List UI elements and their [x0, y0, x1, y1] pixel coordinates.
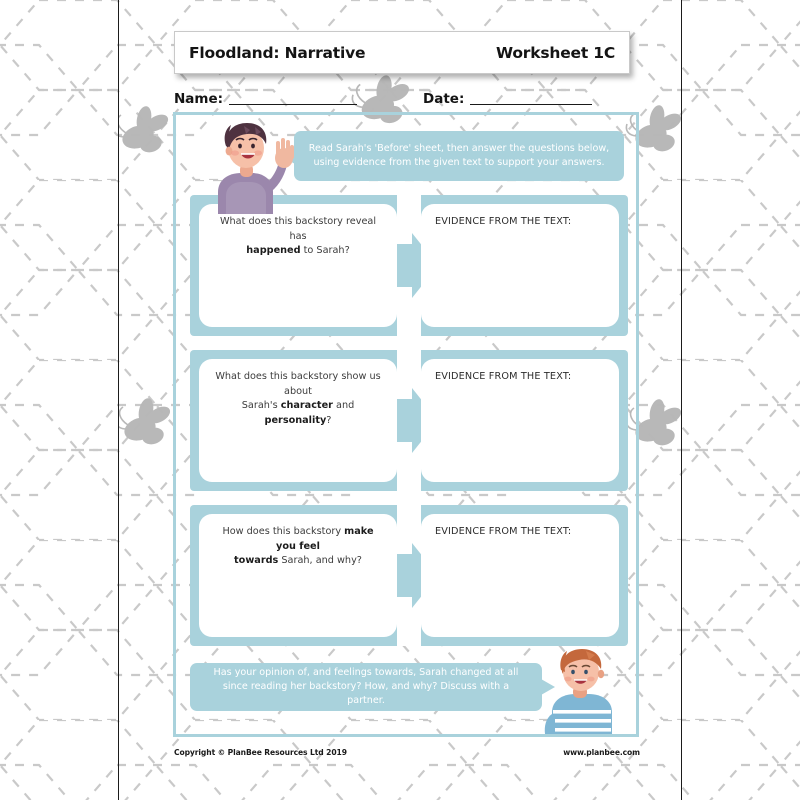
question-box-2: What does this backstory show us about S… [199, 359, 397, 482]
evidence-label-1: EVIDENCE FROM THE TEXT: [435, 216, 572, 227]
name-input-line[interactable] [229, 104, 358, 105]
question-panel-1: What does this backstory reveal has happ… [190, 195, 628, 336]
teacher-character-icon [218, 123, 294, 214]
question-3-line2-tail: Sarah, and why? [278, 555, 362, 567]
question-text-2: What does this backstory show us about S… [199, 359, 397, 428]
question-3-line1-pre: How does this backstory [222, 526, 345, 537]
worksheet-number-label: Worksheet 1C [496, 43, 615, 62]
discussion-banner-bottom: Has your opinion of, and feelings toward… [190, 663, 555, 711]
question-2-line1: What does this backstory show us about [215, 371, 381, 397]
date-label: Date: [423, 90, 465, 107]
evidence-label-2: EVIDENCE FROM THE TEXT: [435, 371, 572, 382]
evidence-box-3[interactable]: EVIDENCE FROM THE TEXT: [421, 514, 619, 637]
name-label: Name: [174, 90, 224, 107]
copyright-text: Copyright © PlanBee Resources Ltd 2019 [174, 748, 347, 757]
evidence-box-2[interactable]: EVIDENCE FROM THE TEXT: [421, 359, 619, 482]
boy-character-icon [544, 649, 612, 734]
page-title: Floodland: Narrative [189, 43, 366, 62]
page-footer: Copyright © PlanBee Resources Ltd 2019 w… [174, 748, 640, 757]
question-2-and: and [332, 400, 355, 412]
question-1-line1: What does this backstory reveal has [219, 216, 377, 242]
question-text-3: How does this backstory make you feel to… [199, 514, 397, 569]
question-panel-2: What does this backstory show us about S… [190, 350, 628, 491]
bee-watermark-icon [119, 398, 171, 445]
date-input-line[interactable] [470, 104, 593, 105]
question-3-bold-towards: towards [234, 555, 279, 567]
evidence-label-3: EVIDENCE FROM THE TEXT: [435, 526, 572, 537]
question-box-1: What does this backstory reveal has happ… [199, 204, 397, 327]
instruction-banner-top: Read Sarah's 'Before' sheet, then answer… [281, 131, 624, 181]
evidence-box-1[interactable]: EVIDENCE FROM THE TEXT: [421, 204, 619, 327]
question-2-line2-pre: Sarah's [241, 400, 281, 412]
question-1-line2-tail: to Sarah? [300, 245, 350, 257]
bee-watermark-icon [119, 106, 169, 153]
question-2-qmark: ? [326, 414, 332, 426]
discussion-text: Has your opinion of, and feelings toward… [213, 667, 519, 706]
question-2-bold-personality: personality [264, 414, 327, 426]
name-date-row: Name: Date: [174, 82, 644, 106]
website-url[interactable]: www.planbee.com [563, 748, 640, 757]
question-2-bold-character: character [280, 400, 333, 412]
question-1-bold: happened [246, 245, 301, 257]
question-panel-3: How does this backstory make you feel to… [190, 505, 628, 646]
worksheet-title-bar: Floodland: Narrative Worksheet 1C [174, 31, 630, 74]
question-box-3: How does this backstory make you feel to… [199, 514, 397, 637]
instruction-text-top: Read Sarah's 'Before' sheet, then answer… [308, 143, 610, 168]
worksheet-page: Floodland: Narrative Worksheet 1C Name: … [118, 0, 682, 800]
worksheet-content-frame: Read Sarah's 'Before' sheet, then answer… [173, 112, 639, 737]
